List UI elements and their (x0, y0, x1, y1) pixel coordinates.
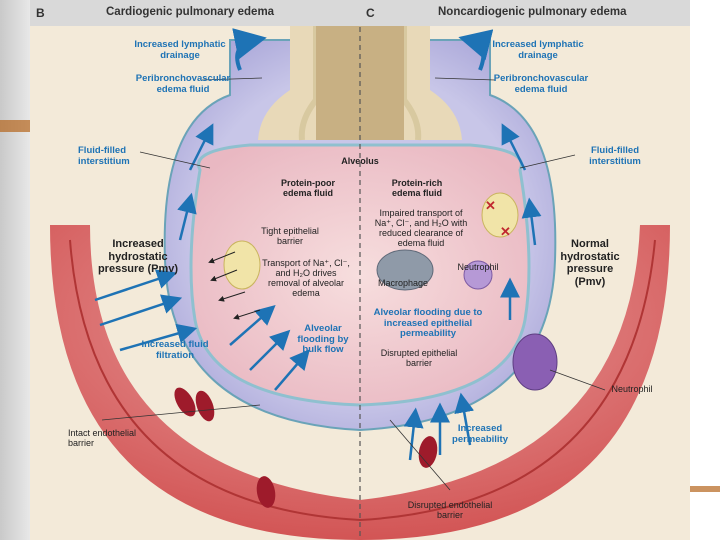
red-blood-cell (174, 387, 196, 417)
slide-accent-bar-right (690, 486, 720, 492)
panel-b-title: Cardiogenic pulmonary edema (106, 6, 275, 18)
leader-line (101, 404, 261, 421)
leader-line (519, 154, 576, 169)
leader-line (549, 369, 606, 391)
permeability-arrow (454, 392, 475, 446)
filtration-arrow (94, 269, 178, 302)
filtration-arrow (99, 294, 183, 327)
macrophage-cell (376, 249, 434, 291)
capillary-vessel (50, 225, 670, 540)
increased-permeability-label: Increased permeability (452, 423, 508, 445)
ion-transport-arrow (210, 269, 238, 282)
disrupted-endothelial-label: Disrupted endothelial barrier (407, 500, 493, 520)
lymph-arrow-left (232, 28, 267, 71)
ion-transport-arrow (233, 309, 261, 320)
ion-transport-arrow (218, 291, 246, 302)
lymph-label-right: Increased lymphatic drainage (492, 39, 584, 61)
pulmonary-edema-figure: ✕ ✕ B Cardiogenic pulmonary edema C Nonc… (30, 0, 690, 540)
interstitial-flow-arrow (501, 123, 527, 171)
neutrophil-outer-label: Neutrophil (611, 384, 653, 394)
lymph-label-left: Increased lymphatic drainage (134, 39, 226, 61)
ion-transport-arrow (208, 251, 236, 264)
macrophage-label: Macrophage (377, 278, 429, 288)
impaired-transport-label: Impaired transport of Na⁺, Cl⁻, and H₂O … (374, 208, 468, 248)
bulk-flow-label: Alveolar flooding by bulk flow (297, 323, 349, 355)
peribronchovascular-label-right: Peribronchovascular edema fluid (493, 73, 589, 95)
increased-pressure-label: Increased hydrostatic pressure (Pmv) (97, 238, 179, 275)
type2-cell-left (223, 240, 261, 290)
protein-poor-label: Protein-poor edema fluid (281, 178, 335, 198)
interstitial-flow-arrow (521, 197, 542, 246)
panel-c-letter: C (366, 6, 375, 20)
blocked-transport-mark: ✕ (500, 224, 511, 239)
lymph-arrow-right (458, 29, 494, 71)
tight-epithelial-label: Tight epithelial barrier (261, 226, 319, 246)
type2-cell-right (481, 192, 519, 238)
filtration-arrow (119, 323, 198, 352)
figure-illustration: ✕ ✕ (50, 0, 670, 540)
fluid-interstitium-label-right: Fluid-filled interstitium (589, 145, 641, 167)
figure-header (30, 0, 690, 26)
leader-line (434, 77, 496, 81)
bulk-flow-arrow (249, 329, 291, 371)
blocked-transport-mark: ✕ (485, 198, 496, 213)
leader-line (201, 77, 263, 81)
panel-b-letter: B (36, 6, 45, 20)
neutrophil-cell-inner (463, 260, 493, 290)
disrupted-epithelial-label: Disrupted epithelial barrier (380, 348, 458, 368)
interstitial-flow-arrow (188, 123, 214, 171)
panel-c-title: Noncardiogenic pulmonary edema (438, 6, 627, 18)
epithelial-permeability-label: Alveolar flooding due to increased epith… (373, 307, 483, 339)
neutrophil-cell-outer (512, 333, 558, 391)
leader-line (139, 151, 211, 169)
slide-accent-bar-left (0, 120, 30, 132)
leader-line (389, 419, 451, 491)
red-blood-cell (256, 476, 276, 508)
transport-label-left: Transport of Na⁺, Cl⁻, and H₂O drives re… (262, 258, 350, 298)
bulk-flow-arrow (229, 305, 276, 346)
interstitial-flow-arrow (177, 192, 197, 241)
neutrophil-inner-label: Neutrophil (457, 262, 499, 272)
bulk-flow-arrow (274, 349, 310, 391)
red-blood-cell (418, 436, 438, 468)
peribronchovascular-label-left: Peribronchovascular edema fluid (135, 73, 231, 95)
normal-pressure-label: Normal hydrostatic pressure (Pmv) (560, 238, 620, 288)
fluid-interstitium-label-left: Fluid-filled interstitium (78, 145, 130, 167)
alveolus-label: Alveolus (341, 156, 379, 166)
increased-filtration-label: Increased fluid filtration (141, 339, 209, 361)
permeability-arrow (403, 407, 424, 461)
red-blood-cell (195, 390, 215, 422)
protein-rich-label: Protein-rich edema fluid (391, 178, 443, 198)
intact-endothelial-label: Intact endothelial barrier (68, 428, 137, 448)
